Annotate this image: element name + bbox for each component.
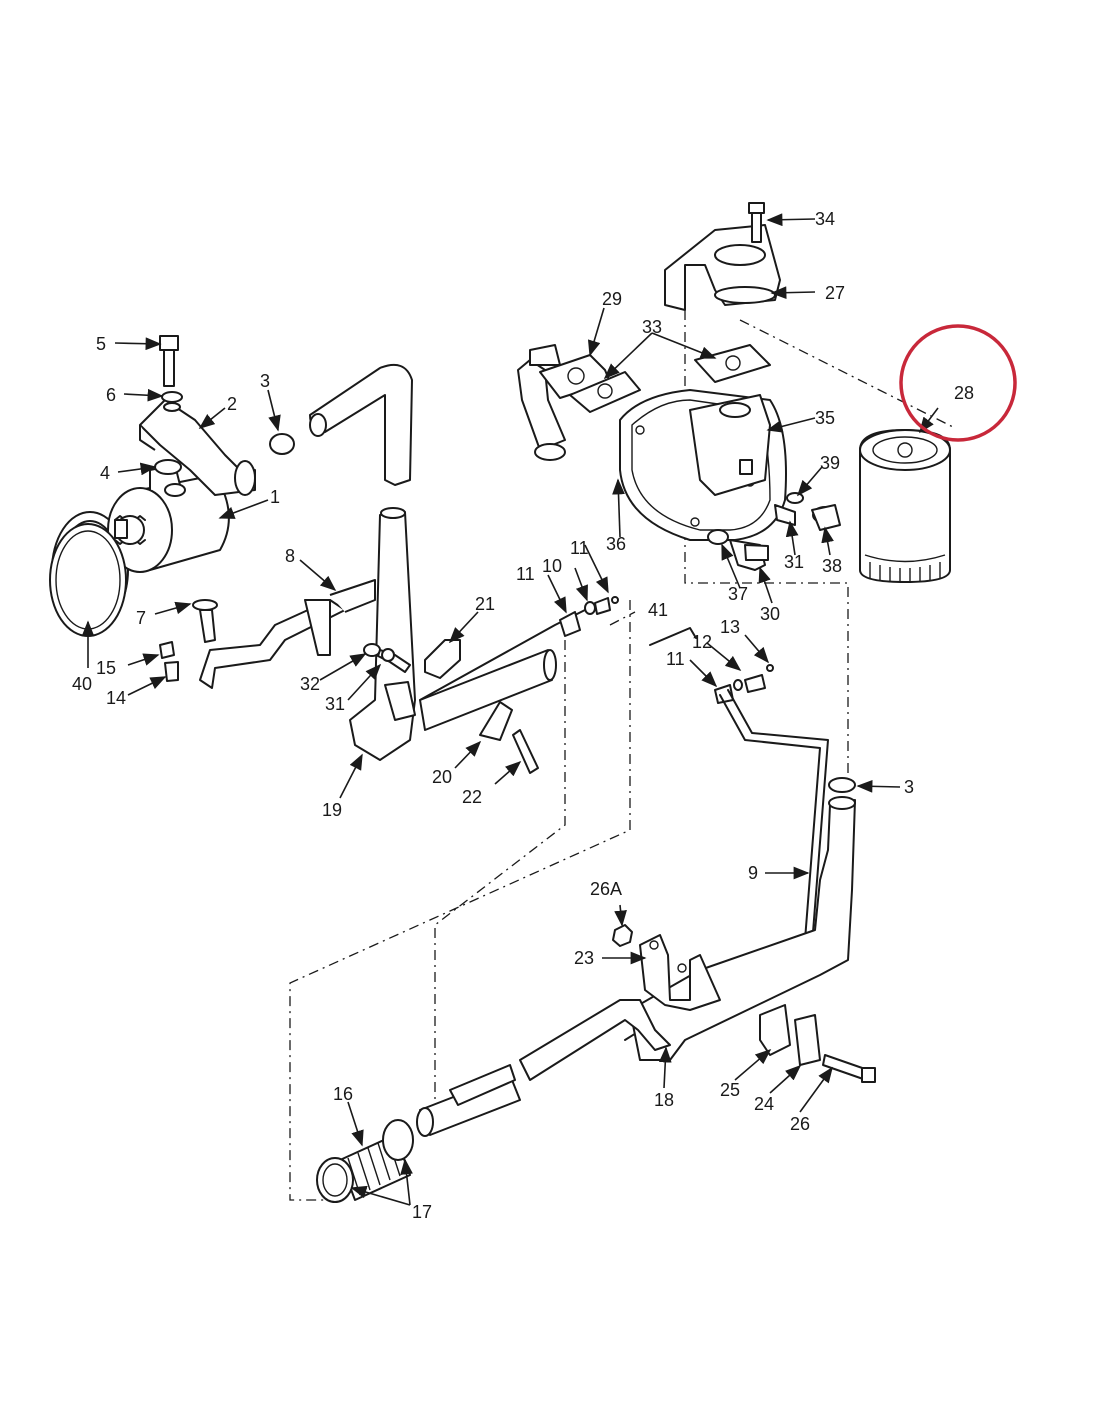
label-33: 33 (642, 317, 662, 337)
label-36: 36 (606, 534, 626, 554)
part-28-filter (859, 429, 951, 583)
parts-31-32-bolt-washer (363, 643, 411, 673)
part-2-elbow-fitting (139, 399, 256, 496)
part-20-hose-bracket (419, 649, 557, 774)
label-30: 30 (760, 604, 780, 624)
label-26: 26 (790, 1114, 810, 1134)
label-9: 9 (748, 863, 758, 883)
part-19-hose (309, 364, 416, 761)
label-7: 7 (136, 608, 146, 628)
label-6: 6 (106, 385, 116, 405)
parts-11-12-13-fittings (714, 664, 774, 704)
label-22: 22 (462, 787, 482, 807)
part-18-tube (416, 999, 671, 1137)
part-right-hose (629, 796, 856, 1061)
label-16: 16 (333, 1084, 353, 1104)
label-37: 37 (728, 584, 748, 604)
label-15: 15 (96, 658, 116, 678)
label-40: 40 (72, 674, 92, 694)
label-10: 10 (542, 556, 562, 576)
part-40-seal-ring (49, 523, 127, 637)
part-23-bracket (639, 934, 721, 1011)
label-32: 32 (300, 674, 320, 694)
label-20: 20 (432, 767, 452, 787)
part-3-oring-upper (269, 433, 295, 455)
label-1: 1 (270, 487, 280, 507)
label-27: 27 (825, 283, 845, 303)
label-11-a: 11 (516, 564, 535, 584)
label-5: 5 (96, 334, 106, 354)
part-labels: 5 6 2 3 4 1 8 7 15 14 40 32 31 19 21 20 … (72, 209, 974, 1222)
label-34: 34 (815, 209, 835, 229)
label-3: 3 (260, 371, 270, 391)
parts-14-15-fasteners (159, 641, 179, 682)
parts-24-25-26-clamp-bolt (759, 1004, 876, 1083)
label-39: 39 (820, 453, 840, 473)
label-12: 12 (692, 632, 712, 652)
part-35-block (689, 394, 771, 496)
part-3-oring-lower (828, 777, 856, 793)
label-14: 14 (106, 688, 126, 708)
leader-lines (81, 213, 939, 1206)
label-19: 19 (322, 800, 342, 820)
label-38: 38 (822, 556, 842, 576)
part-center-tube (419, 596, 619, 701)
label-35: 35 (815, 408, 835, 428)
label-24: 24 (754, 1094, 774, 1114)
part-29-elbow-hose (517, 344, 566, 461)
part-33-gaskets (539, 344, 771, 413)
highlight-circle (899, 324, 1017, 442)
label-18: 18 (654, 1090, 674, 1110)
part-21-clip (424, 639, 461, 679)
label-4: 4 (100, 463, 110, 483)
label-28: 28 (954, 383, 974, 403)
label-13: 13 (720, 617, 740, 637)
label-17: 17 (412, 1202, 432, 1222)
label-2: 2 (227, 394, 237, 414)
label-26a: 26A (590, 879, 622, 899)
label-3-lower: 3 (904, 777, 914, 797)
label-25: 25 (720, 1080, 740, 1100)
label-11-b: 11 (570, 538, 589, 558)
label-8: 8 (285, 546, 295, 566)
part-34-bolt (748, 202, 765, 243)
part-27-elbow (664, 224, 781, 311)
part-17-clamps (316, 1119, 414, 1203)
label-21: 21 (475, 594, 495, 614)
parts-30-31-37-bolts (707, 492, 841, 571)
label-29: 29 (602, 289, 622, 309)
part-26a-nut (612, 924, 633, 947)
label-31-right: 31 (784, 552, 804, 572)
part-8-tube (199, 579, 376, 689)
label-11-c: 11 (666, 649, 685, 669)
label-31-left: 31 (325, 694, 345, 714)
label-41: 41 (648, 600, 668, 620)
part-7-elbow (192, 599, 218, 643)
label-23: 23 (574, 948, 594, 968)
